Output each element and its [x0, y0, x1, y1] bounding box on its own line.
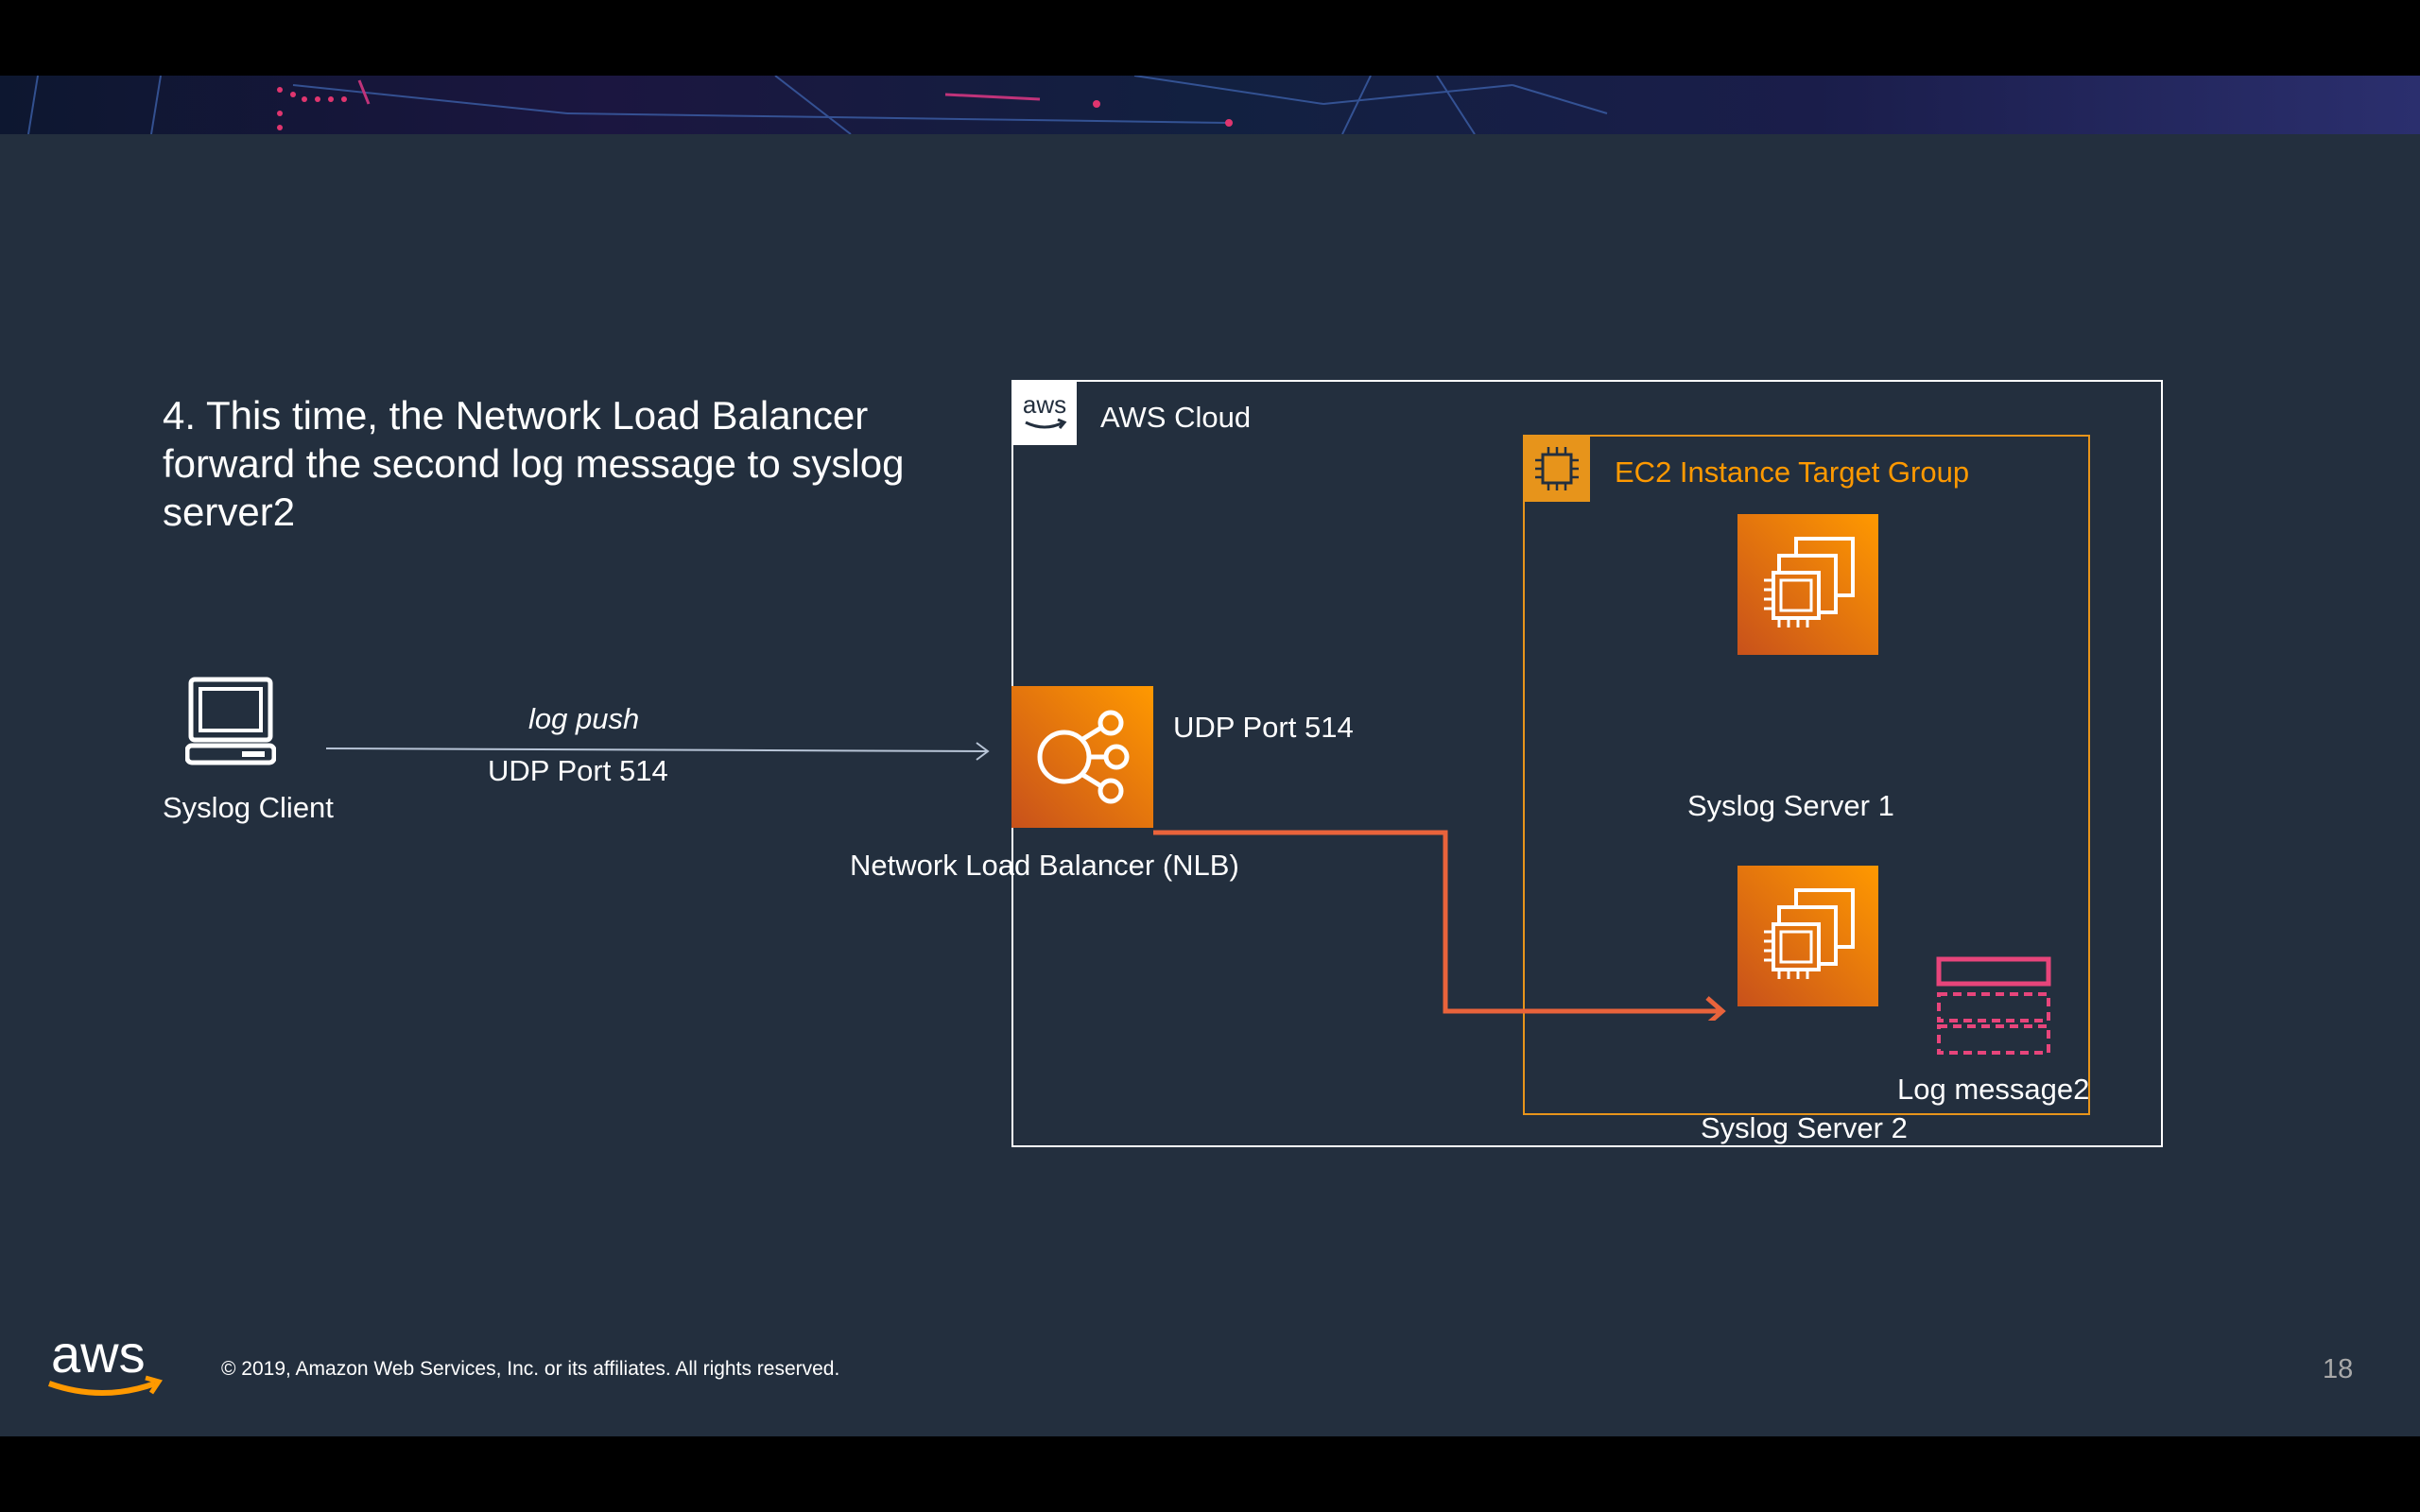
nlb-icon — [1011, 686, 1153, 828]
ec2-chip-icon — [1524, 436, 1590, 502]
svg-text:aws: aws — [51, 1327, 146, 1383]
nlb-to-server2-arrow — [1153, 830, 1726, 1021]
laptop-icon — [184, 677, 277, 767]
slide-title: 4. This time, the Network Load Balancer … — [163, 393, 905, 534]
page-number: 18 — [2323, 1354, 2354, 1384]
ec2-instances-icon-server2 — [1737, 866, 1878, 1006]
ec2-instances-icon-server1 — [1737, 514, 1878, 655]
nlb-label: Network Load Balancer (NLB) — [850, 849, 1239, 882]
aws-logo: aws — [45, 1324, 168, 1402]
server2-label: Syslog Server 2 — [1701, 1111, 1908, 1144]
target-group-label: EC2 Instance Target Group — [1615, 455, 1970, 489]
log-push-label: log push — [528, 702, 640, 735]
aws-cloud-label: AWS Cloud — [1100, 401, 1252, 434]
log-message-label: Log message2 — [1897, 1073, 2090, 1106]
client-udp-port-label: UDP Port 514 — [488, 754, 668, 787]
log-message-icon — [1936, 956, 2051, 1055]
server1-label: Syslog Server 1 — [1687, 789, 1894, 822]
circuit-decoration — [27, 76, 1608, 134]
header-banner — [0, 76, 2420, 134]
slide: 4. This time, the Network Load Balancer … — [0, 76, 2420, 1436]
syslog-client-label: Syslog Client — [163, 791, 334, 824]
copyright-text: © 2019, Amazon Web Services, Inc. or its… — [221, 1358, 840, 1380]
aws-cloud-logo-icon: aws — [1012, 381, 1077, 445]
client-to-nlb-arrow — [326, 742, 990, 761]
aws-cloud-logo-text: aws — [1023, 390, 1066, 419]
target-group-box — [1523, 435, 2090, 1115]
nlb-udp-port-label: UDP Port 514 — [1173, 711, 1354, 744]
